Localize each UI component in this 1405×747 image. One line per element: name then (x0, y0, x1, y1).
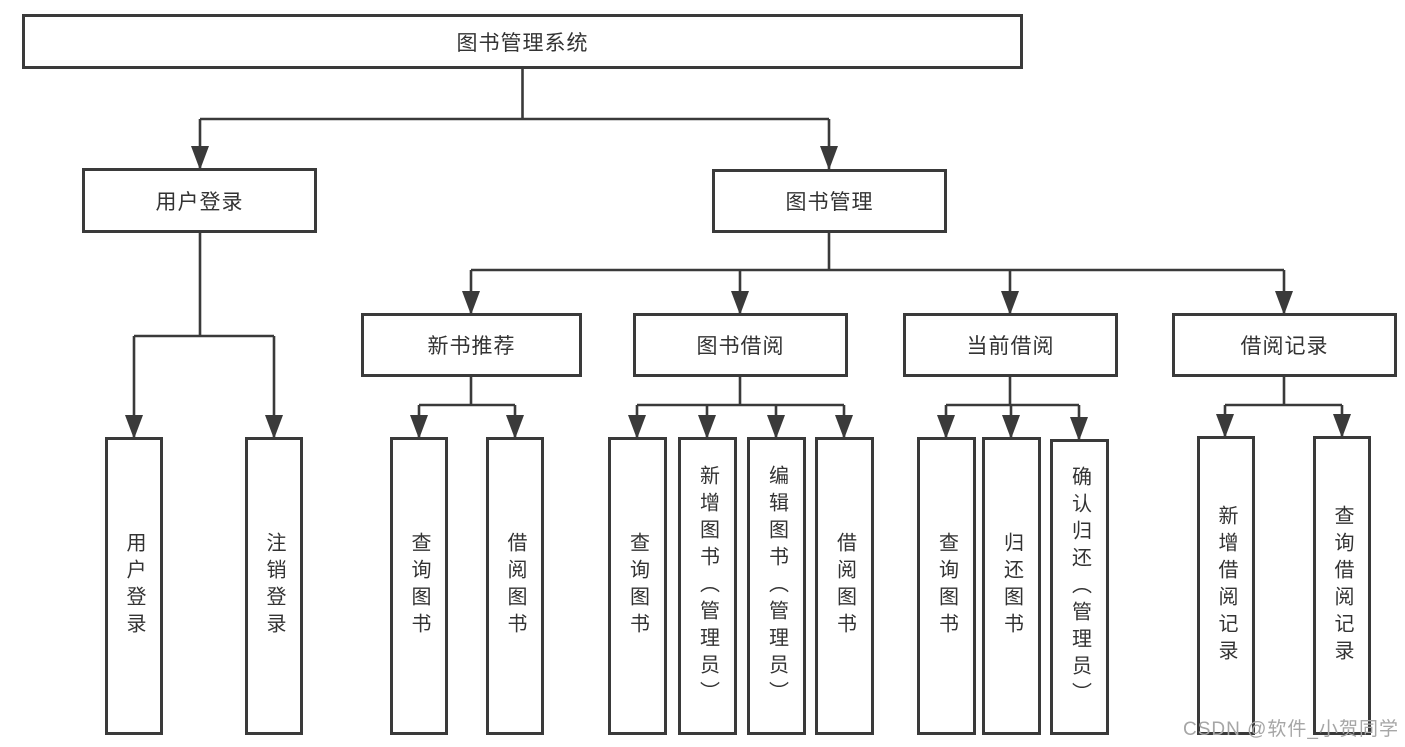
node-leaf-bookborrow-query: 查询图书 (608, 437, 667, 735)
node-leaf-newbooks-query: 查询图书 (390, 437, 448, 735)
node-leaf-logout-label: 注销登录 (263, 532, 285, 640)
node-leaf-currentborrow-query-label: 查询图书 (935, 532, 958, 640)
node-leaf-currentborrow-confirm: 确认归还（管理员） (1050, 439, 1109, 735)
connector-newbooks-children (410, 377, 524, 439)
connector-bookmgmt-to-level3 (462, 233, 1293, 315)
connector-borrowrecords-children (1216, 377, 1351, 438)
node-leaf-newbooks-borrow-label: 借阅图书 (504, 532, 526, 640)
node-root: 图书管理系统 (22, 14, 1023, 69)
node-leaf-bookborrow-add-label: 新增图书（管理员） (696, 464, 719, 708)
node-leaf-newbooks-query-label: 查询图书 (408, 532, 430, 640)
node-book-management-label: 图书管理 (785, 191, 874, 214)
node-book-borrow: 图书借阅 (633, 313, 848, 377)
node-leaf-newbooks-borrow: 借阅图书 (486, 437, 544, 735)
node-leaf-bookborrow-edit: 编辑图书（管理员） (747, 437, 806, 735)
node-new-books-label: 新书推荐 (427, 335, 516, 358)
node-leaf-records-add-label: 新增借阅记录 (1215, 504, 1237, 667)
node-leaf-records-query: 查询借阅记录 (1313, 436, 1371, 735)
node-borrow-records-label: 借阅记录 (1240, 335, 1329, 358)
node-leaf-bookborrow-edit-label: 编辑图书（管理员） (765, 464, 788, 708)
node-leaf-user-login: 用户登录 (105, 437, 163, 735)
node-leaf-bookborrow-add: 新增图书（管理员） (678, 437, 737, 735)
node-leaf-bookborrow-borrow-label: 借阅图书 (833, 532, 856, 640)
node-root-label: 图书管理系统 (456, 31, 589, 55)
node-leaf-logout: 注销登录 (245, 437, 303, 735)
node-leaf-currentborrow-return-label: 归还图书 (1000, 532, 1023, 640)
node-leaf-bookborrow-borrow: 借阅图书 (815, 437, 874, 735)
node-leaf-bookborrow-query-label: 查询图书 (626, 532, 649, 640)
node-leaf-currentborrow-return: 归还图书 (982, 437, 1041, 735)
node-user-login-label: 用户登录 (155, 190, 244, 214)
node-leaf-records-query-label: 查询借阅记录 (1331, 504, 1353, 667)
node-book-management: 图书管理 (712, 169, 947, 233)
node-leaf-records-add: 新增借阅记录 (1197, 436, 1255, 735)
node-borrow-records: 借阅记录 (1172, 313, 1397, 377)
node-book-borrow-label: 图书借阅 (696, 335, 785, 358)
node-current-borrow: 当前借阅 (903, 313, 1118, 377)
node-user-login: 用户登录 (82, 168, 317, 233)
node-leaf-currentborrow-confirm-label: 确认归还（管理员） (1068, 465, 1091, 709)
node-current-borrow-label: 当前借阅 (966, 335, 1055, 358)
csdn-watermark: CSDN @软件_小贺同学 (1183, 719, 1399, 740)
connector-currentborrow-children (937, 377, 1088, 441)
connector-root-to-level2 (191, 69, 838, 170)
connector-userlogin-children (125, 233, 283, 439)
connector-bookborrow-children (628, 377, 853, 439)
node-leaf-currentborrow-query: 查询图书 (917, 437, 976, 735)
node-leaf-user-login-label: 用户登录 (123, 532, 145, 640)
node-new-books: 新书推荐 (361, 313, 582, 377)
